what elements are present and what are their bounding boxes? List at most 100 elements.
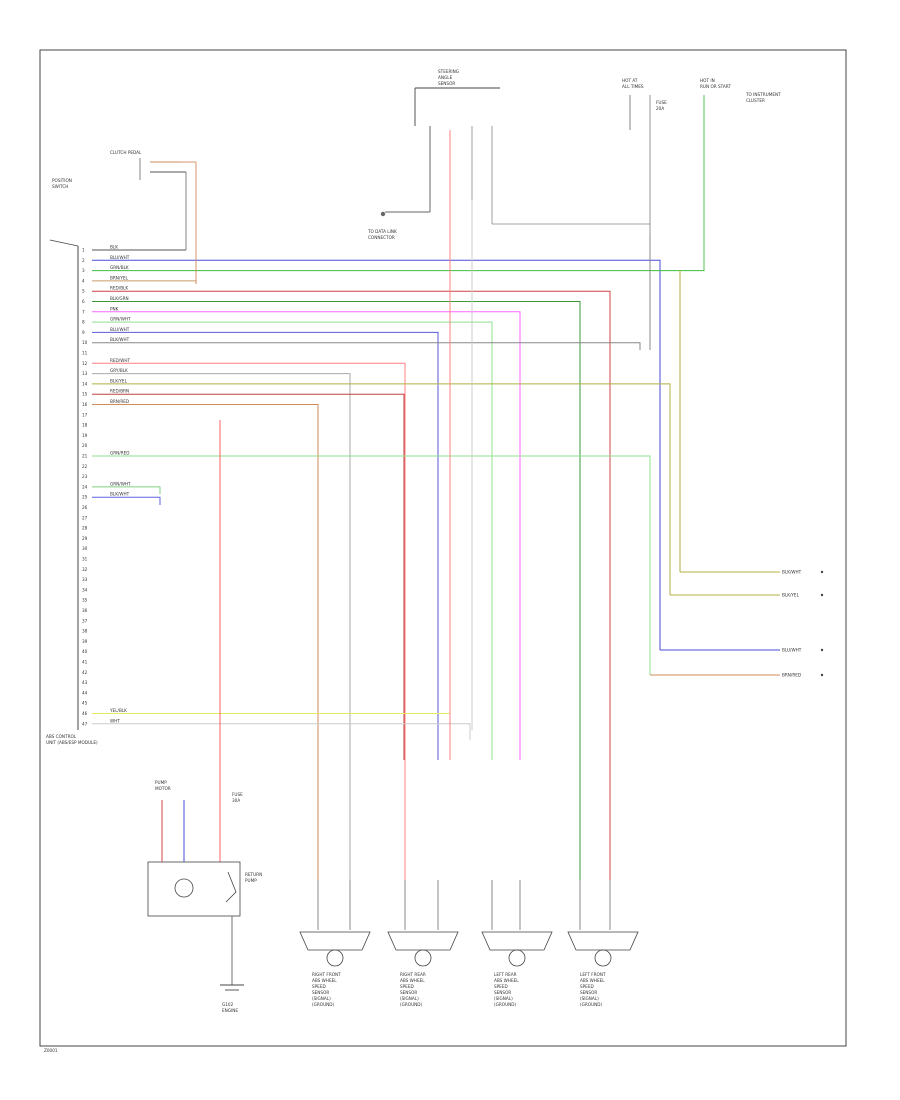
module-name-1: ABS CONTROL	[46, 734, 77, 739]
pin-label: 29	[82, 536, 88, 541]
pin-label: 23	[82, 474, 88, 479]
wire-label: PNK	[110, 306, 119, 311]
pin-label: 43	[82, 680, 88, 685]
wire-label: BLK	[110, 245, 118, 250]
svg-text:(SIGNAL): (SIGNAL)	[400, 996, 419, 1001]
svg-text:FUSE: FUSE	[232, 792, 243, 797]
pin-label: 30	[82, 546, 88, 551]
module-name-2: UNIT (ABS/ESP MODULE)	[46, 740, 98, 745]
output-label: BLU/WHT	[782, 648, 802, 653]
pin-label: 1	[82, 248, 85, 253]
svg-text:20A: 20A	[656, 106, 664, 111]
wire-label: BLK/GRN	[110, 296, 129, 301]
wire-label: BLK/YEL	[110, 378, 128, 383]
wire-pin-14	[92, 383, 671, 595]
svg-text:(SIGNAL): (SIGNAL)	[312, 996, 331, 1001]
pin-label: 3	[82, 268, 85, 273]
svg-text:SENSOR: SENSOR	[400, 990, 417, 995]
svg-text:TO INSTRUMENT: TO INSTRUMENT	[745, 92, 781, 97]
pin-label: 13	[82, 371, 88, 376]
pin-label: 10	[82, 340, 88, 345]
wire-pin-21	[92, 455, 651, 675]
pin-label: 24	[82, 484, 88, 489]
pin-label: 5	[82, 289, 85, 294]
pin-label: 42	[82, 670, 88, 675]
pin-label: 11	[82, 351, 88, 356]
pin-label: 19	[82, 433, 88, 438]
wire-pin-6	[92, 301, 581, 880]
svg-text:LEFT FRONT: LEFT FRONT	[580, 972, 606, 977]
clutch-pedal-switch: CLUTCH PEDAL POSITION SWITCH	[52, 150, 197, 284]
svg-text:G102: G102	[222, 1002, 234, 1007]
svg-text:PUMP: PUMP	[155, 780, 167, 785]
pin-label: 47	[82, 721, 88, 726]
svg-text:PUMP: PUMP	[245, 878, 257, 883]
wire-pin-10	[92, 342, 641, 350]
wire-label: RED/BRN	[110, 389, 129, 394]
svg-text:ALL TIMES: ALL TIMES	[622, 84, 644, 89]
fuse-block-top: HOT AT ALL TIMES FUSE 20A HOT IN RUN OR …	[622, 78, 781, 270]
pin-label: 16	[82, 402, 88, 407]
svg-text:RIGHT FRONT: RIGHT FRONT	[312, 972, 341, 977]
wire-pin-15	[92, 393, 405, 760]
wire-label: GRN/WHT	[110, 317, 131, 322]
wire-pin-7	[92, 311, 521, 760]
svg-text:SENSOR: SENSOR	[580, 990, 597, 995]
pin-label: 38	[82, 629, 88, 634]
svg-text:CLUSTER: CLUSTER	[746, 98, 765, 103]
svg-text:(SIGNAL): (SIGNAL)	[494, 996, 513, 1001]
wire-label: RED/BLK	[110, 286, 128, 291]
module-pin-labels: 1234567891011121314151617181920212223242…	[82, 248, 88, 727]
svg-text:CONNECTOR: CONNECTOR	[368, 235, 395, 240]
pin-label: 18	[82, 423, 88, 428]
svg-text:ABS WHEEL: ABS WHEEL	[494, 978, 519, 983]
steering-angle-sensor: STEERING ANGLE SENSOR TO DATA LINK CONNE…	[367, 69, 650, 240]
pin-label: 35	[82, 598, 88, 603]
svg-text:30A: 30A	[232, 798, 240, 803]
wire-label: GRN/RED	[110, 451, 129, 456]
svg-text:SPEED: SPEED	[494, 984, 508, 989]
svg-text:(GROUND): (GROUND)	[494, 1002, 517, 1007]
wire-label: BRN/YEL	[110, 275, 129, 280]
svg-text:SENSOR: SENSOR	[312, 990, 329, 995]
wire-pin-8	[92, 321, 493, 760]
svg-text:SENSOR: SENSOR	[438, 81, 455, 86]
pin-label: 9	[82, 330, 85, 335]
pin-label: 14	[82, 381, 88, 386]
ground-point	[380, 211, 386, 217]
wire-pin-47	[92, 723, 471, 740]
pin-label: 7	[82, 309, 85, 314]
pin-label: 27	[82, 515, 88, 520]
diagram-frame	[39, 49, 847, 1047]
output-label: BLK/YEL	[782, 593, 800, 598]
svg-text:HOT AT: HOT AT	[622, 78, 638, 83]
svg-text:SPEED: SPEED	[580, 984, 594, 989]
svg-text:STEERING: STEERING	[438, 69, 459, 74]
svg-text:SPEED: SPEED	[312, 984, 326, 989]
svg-text:ABS WHEEL: ABS WHEEL	[312, 978, 337, 983]
pin-label: 31	[82, 557, 88, 562]
pin-label: 6	[82, 299, 85, 304]
wire-pin-3	[92, 270, 705, 272]
svg-text:SPEED: SPEED	[400, 984, 414, 989]
pin-label: 25	[82, 495, 88, 500]
svg-text:ANGLE: ANGLE	[438, 75, 453, 80]
wire-label: BLU/WHT	[110, 255, 130, 260]
pin-label: 44	[82, 690, 88, 695]
wire-label: GRY/BLK	[110, 368, 128, 373]
pin-label: 32	[82, 567, 88, 572]
svg-text:CLUTCH PEDAL: CLUTCH PEDAL	[110, 150, 142, 155]
output-label: BRN/RED	[782, 673, 801, 678]
pin-label: 12	[82, 361, 88, 366]
pin-label: 28	[82, 526, 88, 531]
svg-text:(SIGNAL): (SIGNAL)	[580, 996, 599, 1001]
pin-label: 37	[82, 618, 88, 623]
svg-text:ENGINE: ENGINE	[222, 1008, 238, 1013]
wire-label: YEL/BLK	[109, 708, 127, 713]
pin-label: 39	[82, 639, 88, 644]
